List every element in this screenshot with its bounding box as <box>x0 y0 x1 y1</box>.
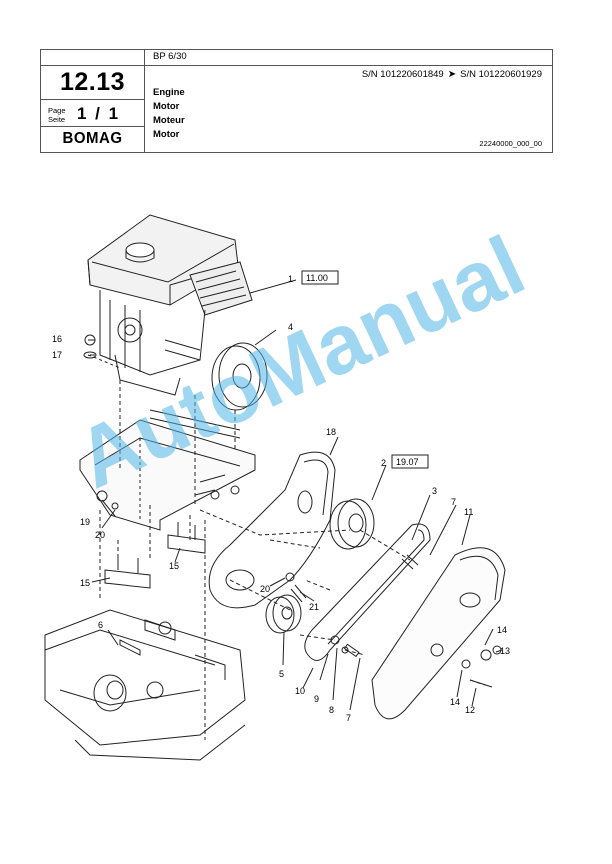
chapter-number: 12.13 <box>59 68 126 96</box>
serial-to: S/N 101220601929 <box>460 69 542 80</box>
callout-12: 12 <box>465 705 475 715</box>
callout-9: 9 <box>314 694 319 704</box>
title-es: Motor <box>153 129 180 140</box>
title-en: Engine <box>153 87 185 98</box>
serial-from: S/N 101220601849 <box>361 69 444 80</box>
callout-10: 10 <box>295 686 305 696</box>
callout-4: 4 <box>288 322 293 332</box>
callout-16: 16 <box>52 334 62 344</box>
callout-14-top: 14 <box>497 625 507 635</box>
callout-20-left: 20 <box>95 530 105 540</box>
page-label: Page Seite <box>48 106 66 124</box>
callout-7-bottom: 7 <box>346 713 351 723</box>
ref-box-11-00 <box>301 270 339 285</box>
callout-20-right: 20 <box>260 584 270 594</box>
divider <box>41 126 144 127</box>
washer-17-illustration <box>83 351 97 359</box>
callout-14-bottom: 14 <box>450 697 460 707</box>
title-block-top-cell <box>41 50 144 66</box>
engine-bracket-illustration <box>79 409 256 531</box>
pulley-2-illustration <box>329 498 375 550</box>
bomag-logo: BOMAG <box>62 129 123 148</box>
divider <box>145 65 552 66</box>
engine-illustration <box>87 214 253 396</box>
belt-guard-plate-18-illustration <box>208 451 336 609</box>
callout-5: 5 <box>279 669 284 679</box>
callout-15-left: 15 <box>80 578 90 588</box>
ref-box-19-07 <box>391 454 429 469</box>
serial-arrow-icon: ➤ <box>447 69 457 80</box>
base-machine-illustration <box>44 609 246 761</box>
title-block-right: BP 6/30 S/N 101220601849➤S/N 10122060192… <box>145 50 552 152</box>
callout-21: 21 <box>309 602 319 612</box>
pulley-5-illustration <box>265 594 302 634</box>
callout-7-top: 7 <box>451 497 456 507</box>
title-fr: Moteur <box>153 115 185 126</box>
callout-13: 13 <box>500 646 510 656</box>
callout-15-right: 15 <box>169 561 179 571</box>
title-de: Motor <box>153 101 180 112</box>
callout-1-ref: 11.00 <box>306 273 328 283</box>
rubber-mounts-15-illustration <box>104 522 206 589</box>
section-titles: Engine Motor Moteur Motor <box>153 86 185 142</box>
callout-3: 3 <box>432 486 437 496</box>
callout-19: 19 <box>80 517 90 527</box>
callout-1: 1 <box>288 274 293 284</box>
title-block-left: 12.13 Page Seite 1 / 1 BOMAG <box>41 50 145 152</box>
callout-2: 2 <box>381 458 386 468</box>
callout-2-ref: 19.07 <box>396 457 419 467</box>
belt-cover-11-illustration <box>371 547 506 720</box>
model-name: BP 6/30 <box>153 51 187 62</box>
title-block: 12.13 Page Seite 1 / 1 BOMAG BP 6/30 S/N… <box>40 49 553 153</box>
v-belt-10-illustration <box>304 523 431 661</box>
callout-17: 17 <box>52 350 62 360</box>
page-label-de: Seite <box>48 115 66 124</box>
callout-6: 6 <box>98 620 103 630</box>
assembly-lines <box>99 380 486 740</box>
callout-11: 11 <box>464 507 473 517</box>
document-number: 22240000_000_00 <box>479 139 542 148</box>
pulley-4-illustration <box>211 342 268 411</box>
callout-18: 18 <box>326 427 336 437</box>
page-number: 1 / 1 <box>77 104 121 123</box>
callout-8: 8 <box>329 705 334 715</box>
leader-lines <box>88 279 503 711</box>
serial-range: S/N 101220601849➤S/N 101220601929 <box>362 69 542 80</box>
divider <box>41 99 144 100</box>
page-label-en: Page <box>48 106 66 115</box>
